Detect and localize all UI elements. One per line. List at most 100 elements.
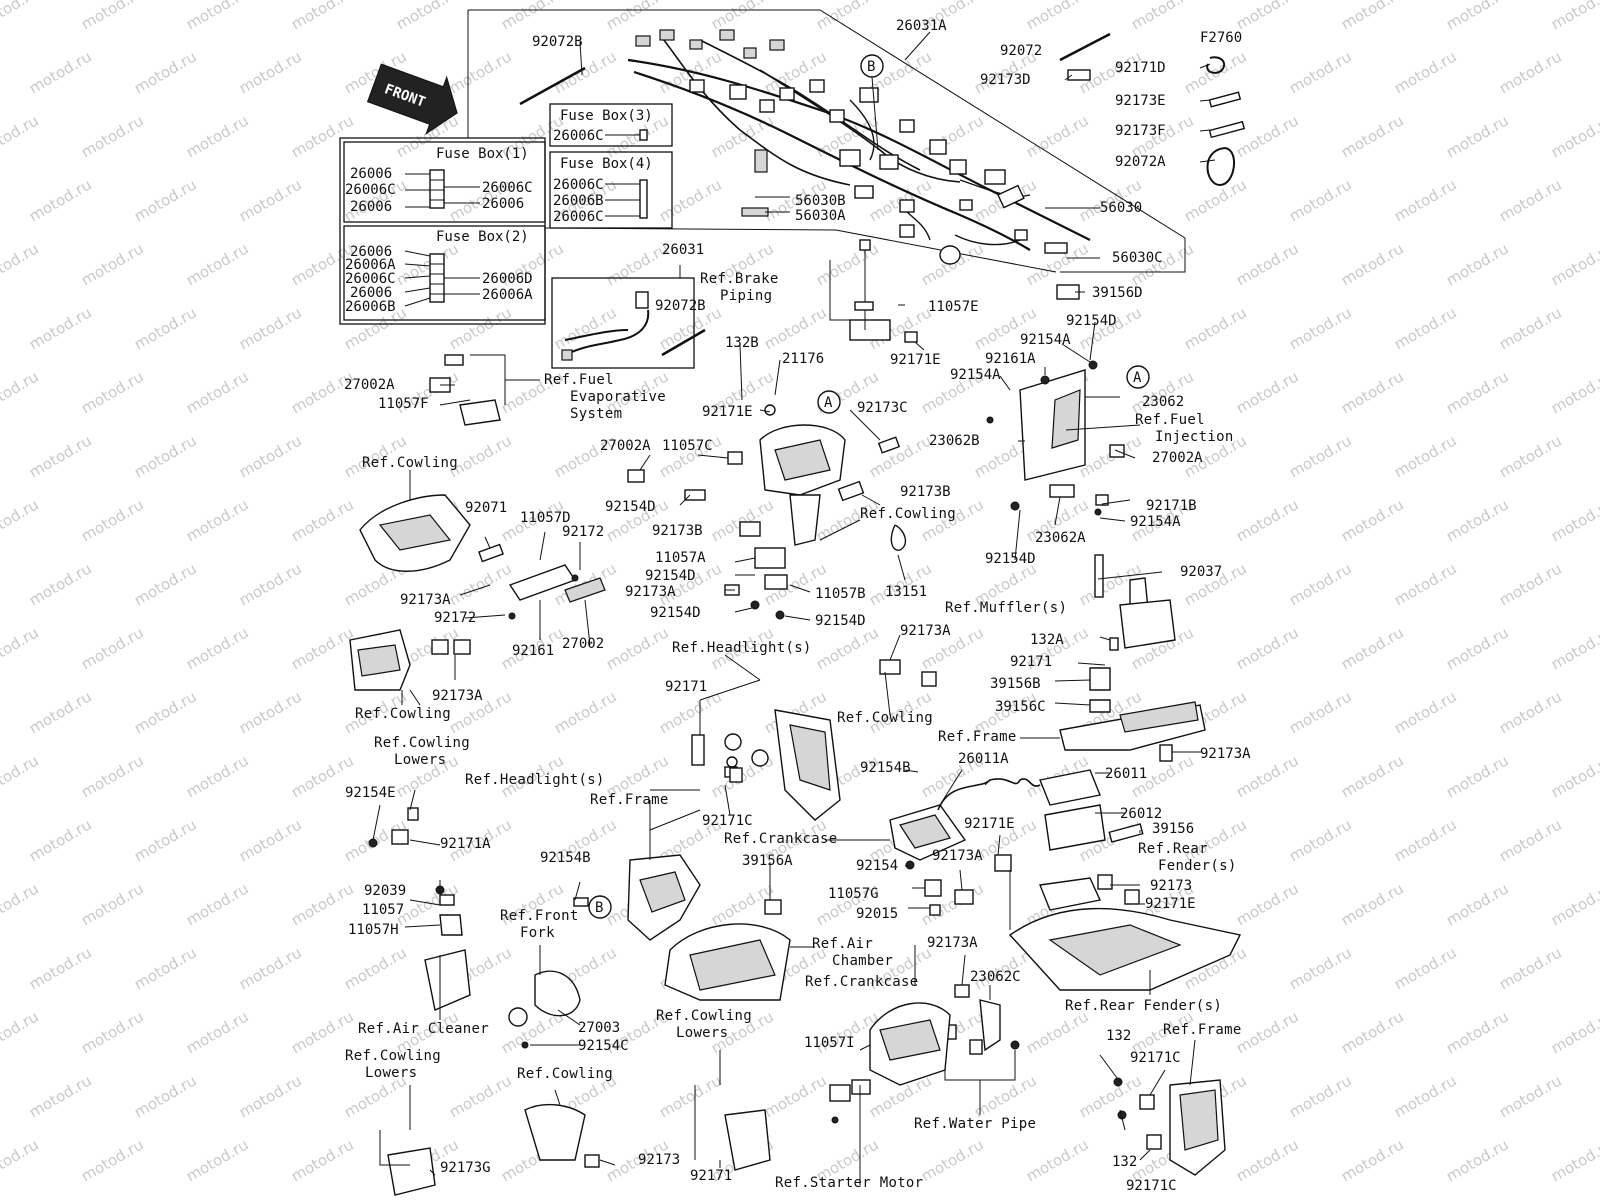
part-label-92173g: 92173G [440, 1160, 491, 1176]
part-label-23062c: 23062C [970, 969, 1021, 985]
part-label-11057h: 11057H [348, 922, 399, 938]
watermark-text: motod.ru [0, 367, 42, 417]
watermark-text: motod.ru [26, 175, 95, 225]
watermark-text: motod.ru [236, 431, 305, 481]
part-label-92171e: 92171E [964, 816, 1015, 832]
watermark-text: motod.ru [446, 303, 515, 353]
part-label-92171: 92171 [690, 1168, 732, 1184]
part-label-39156b: 39156B [990, 676, 1041, 692]
fuse-box-1-right-0: 26006C [482, 180, 533, 196]
watermark-text: motod.ru [393, 0, 462, 33]
ref-label-fuel-evap-line0: Ref.Fuel [544, 372, 614, 388]
ref-label-fuel-evap-line1: Evaporative [570, 389, 666, 405]
main-wiring-harness: B [519, 29, 1246, 300]
watermark-text: motod.ru [1338, 0, 1407, 33]
watermark-text: motod.ru [813, 239, 882, 289]
watermark-text: motod.ru [1496, 175, 1565, 225]
ref-label-frame: Ref.Frame [590, 792, 669, 808]
watermark-text: motod.ru [131, 431, 200, 481]
part-label-92173: 92173 [1150, 878, 1192, 894]
fuse-box-2-left-0: 26006 [350, 244, 392, 260]
watermark-text: motod.ru [288, 111, 357, 161]
watermark-text: motod.ru [603, 623, 672, 673]
watermark-text: motod.ru [656, 175, 725, 225]
ref-label-front-fork-line1: Fork [520, 925, 555, 941]
part-label-92154: 92154 [856, 858, 898, 874]
watermark-text: motod.ru [1023, 111, 1092, 161]
part-number-labels: 26031A92072B92072F276092173D92171D92173E… [344, 18, 1251, 1194]
part-label-f2760: F2760 [1200, 30, 1242, 46]
watermark-text: motod.ru [1286, 1071, 1355, 1121]
watermark-text: motod.ru [183, 367, 252, 417]
watermark-text: motod.ru [813, 0, 882, 33]
watermark-text: motod.ru [1496, 559, 1565, 609]
part-label-92173a: 92173A [1200, 746, 1251, 762]
watermark-text: motod.ru [1548, 1007, 1600, 1057]
watermark-text: motod.ru [288, 495, 357, 545]
watermark-text: motod.ru [1391, 303, 1460, 353]
watermark-text: motod.ru [1233, 495, 1302, 545]
ref-label-fuel-evap-line2: System [570, 406, 622, 422]
watermark-text: motod.ru [288, 623, 357, 673]
watermark-text: motod.ru [236, 47, 305, 97]
part-label-92173b: 92173B [652, 523, 703, 539]
watermark-text: motod.ru [446, 559, 515, 609]
watermark-text: motod.ru [1233, 239, 1302, 289]
watermark-text: motod.ru [1391, 175, 1460, 225]
watermark-text: motod.ru [1286, 559, 1355, 609]
part-label-92173a: 92173A [625, 584, 676, 600]
ref-label-frame: Ref.Frame [1163, 1022, 1242, 1038]
part-label-39156a: 39156A [742, 853, 793, 869]
watermark-text: motod.ru [1338, 1007, 1407, 1057]
watermark-text: motod.ru [1548, 751, 1600, 801]
watermark-text: motod.ru [78, 623, 147, 673]
watermark-text: motod.ru [1496, 47, 1565, 97]
watermark-text: motod.ru [1023, 0, 1092, 33]
watermark-text: motod.ru [918, 111, 987, 161]
ref-label-rear-fender-line1: Fender(s) [1158, 858, 1237, 874]
ref-label-air-chamber-line0: Ref.Air [812, 936, 873, 952]
fuse-box-2-right-0: 26006D [482, 271, 533, 287]
part-label-11057i: 11057I [804, 1035, 855, 1051]
ref-label-fuel-injection-line1: Injection [1155, 429, 1234, 445]
watermark-text: motod.ru [551, 47, 620, 97]
watermark-text: motod.ru [1443, 367, 1512, 417]
watermark-text: motod.ru [1548, 239, 1600, 289]
part-label-92173b: 92173B [900, 484, 951, 500]
watermark-text: motod.ru [1391, 815, 1460, 865]
watermark-text: motod.ru [131, 47, 200, 97]
part-label-92173f: 92173F [1115, 123, 1166, 139]
watermark-text: motod.ru [603, 0, 672, 33]
part-label-92154d: 92154D [815, 613, 866, 629]
watermark-text: motod.ru [1233, 111, 1302, 161]
watermark-text: motod.ru [26, 687, 95, 737]
watermark-text: motod.ru [1338, 495, 1407, 545]
part-label-92071: 92071 [465, 500, 507, 516]
watermark-text: motod.ru [1286, 175, 1355, 225]
watermark-text: motod.ru [446, 1071, 515, 1121]
watermark-text: motod.ru [236, 175, 305, 225]
watermark-text: motod.ru [761, 303, 830, 353]
fuse-box-4-item-2: 26006C [553, 209, 604, 225]
ref-label-rear-fender-line0: Ref.Rear [1138, 841, 1208, 857]
watermark-text: motod.ru [26, 559, 95, 609]
watermark-text: motod.ru [551, 303, 620, 353]
ref-label-cowling: Ref.Cowling [517, 1066, 613, 1082]
part-label-11057: 11057 [362, 902, 404, 918]
watermark-text: motod.ru [1233, 0, 1302, 33]
watermark-text: motod.ru [1391, 1071, 1460, 1121]
ref-label-cowling-lowers-line1: Lowers [365, 1065, 417, 1081]
ref-label-cowling: Ref.Cowling [362, 455, 458, 471]
watermark-text: motod.ru [1496, 431, 1565, 481]
ref-label-headlight: Ref.Headlight(s) [672, 640, 812, 656]
part-label-26012: 26012 [1120, 806, 1162, 822]
reference-labels: Ref.BrakePipingRef.FuelEvaporativeSystem… [345, 271, 1242, 1191]
watermark-text: motod.ru [26, 47, 95, 97]
part-label-92072a: 92072A [1115, 154, 1166, 170]
part-label-23062a: 23062A [1035, 530, 1086, 546]
ref-label-water-pipe: Ref.Water Pipe [914, 1116, 1036, 1132]
watermark-text: motod.ru [1443, 1007, 1512, 1057]
watermark-text: motod.ru [183, 111, 252, 161]
fuse-grid-3 [605, 129, 648, 141]
ref-label-brake-piping-line0: Ref.Brake [700, 271, 779, 287]
